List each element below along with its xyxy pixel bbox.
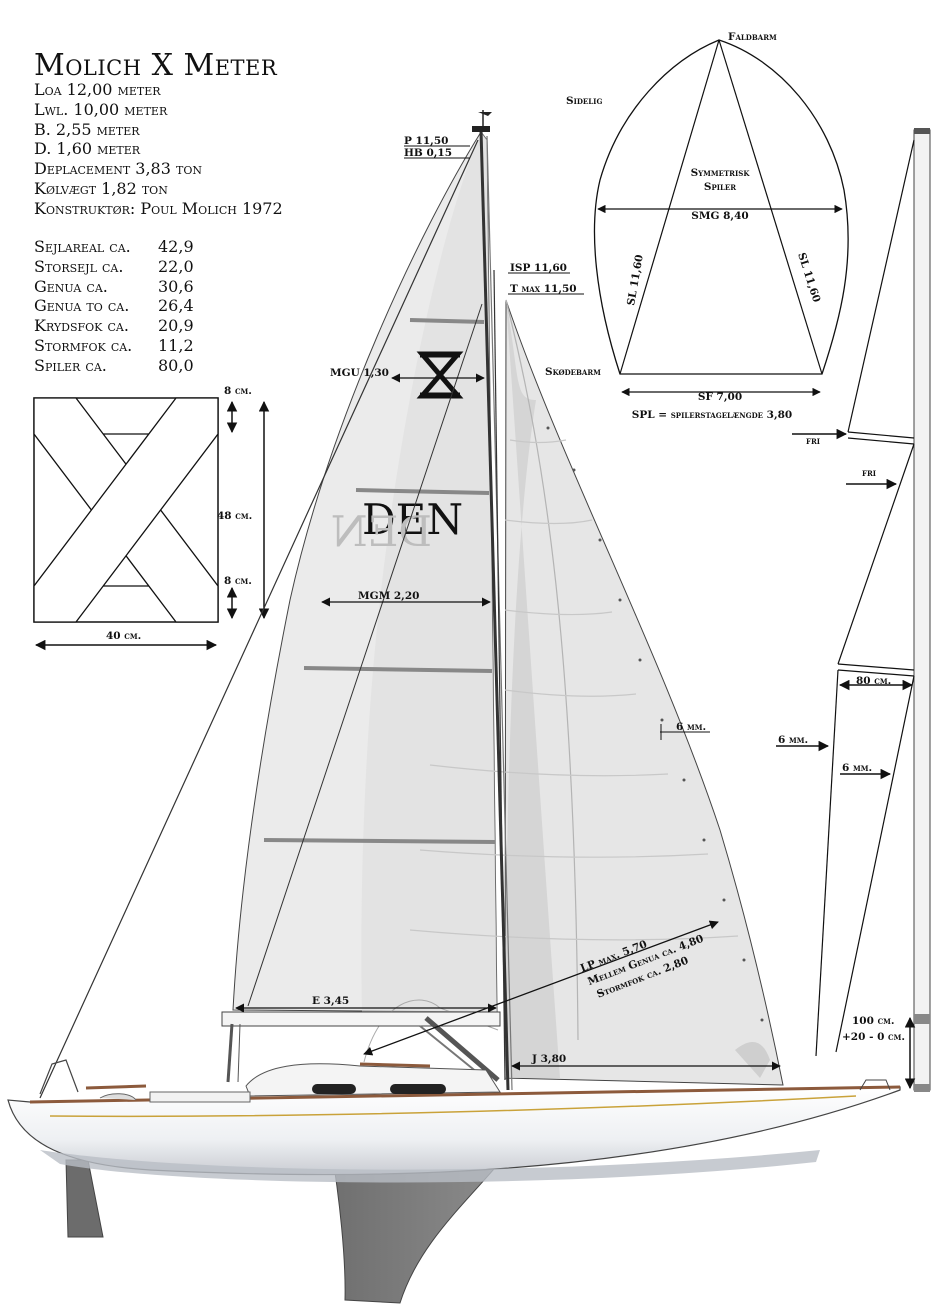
mainsail: DEN DEN bbox=[232, 131, 498, 1013]
mast-width-80: 80 cm. bbox=[856, 675, 891, 687]
sail-area-name: Spiler ca. bbox=[34, 355, 107, 375]
spinnaker-sf: SF 7,00 bbox=[698, 391, 742, 403]
sail-area-name: Krydsfok ca. bbox=[34, 316, 129, 336]
spec-displacement: Deplacement 3,83 ton bbox=[34, 159, 202, 179]
sail-area-list: Sejlareal ca. 42,9 Storsejl ca. 22,0 Genua… bbox=[34, 237, 194, 376]
dim-isp: ISP 11,60 bbox=[510, 262, 567, 274]
spec-draft: D. 1,60 meter bbox=[34, 139, 141, 159]
sail-area-row: Storsejl ca. 22,0 bbox=[34, 257, 194, 277]
dim-j: J 3,80 bbox=[531, 1053, 566, 1065]
spec-designer: Konstruktør: Poul Molich 1972 bbox=[34, 198, 283, 218]
sail-area-value: 30,6 bbox=[158, 276, 194, 296]
sail-area-row: Krydsfok ca. 20,9 bbox=[34, 316, 194, 336]
sail-area-name: Sejlareal ca. bbox=[34, 237, 131, 256]
mast-mm-right: 6 mm. bbox=[842, 762, 872, 774]
emblem-dim-height: 48 cm. bbox=[217, 510, 252, 522]
sail-area-name: Storsejl ca. bbox=[34, 256, 124, 276]
dim-hb: HB 0,15 bbox=[404, 147, 452, 159]
spec-beam: B. 2,55 meter bbox=[34, 119, 140, 139]
spinnaker-head: Faldbarm bbox=[728, 31, 777, 43]
spinnaker-side: Sidelig bbox=[566, 95, 602, 107]
sail-area-row: Sejlareal ca. 42,9 bbox=[34, 237, 194, 257]
sail-area-name: Genua ca. bbox=[34, 276, 108, 296]
spinnaker-diagram: Faldbarm Sidelig Symmetrisk Spiler SMG 8… bbox=[545, 31, 849, 421]
class-emblem: 8 cm. 48 cm. 8 cm. 40 cm. bbox=[33, 385, 270, 651]
emblem-dim-width: 40 cm. bbox=[106, 630, 141, 642]
mast-mm-left: 6 mm. bbox=[778, 734, 808, 746]
mast-fri-1: fri bbox=[806, 435, 820, 447]
sail-area-value: 11,2 bbox=[158, 335, 194, 355]
spec-keel-weight: Kølvægt 1,82 ton bbox=[34, 178, 168, 198]
spinnaker-smg: SMG 8,40 bbox=[691, 210, 748, 222]
dim-t-max: T max 11,50 bbox=[510, 283, 577, 295]
sail-area-value: 80,0 bbox=[158, 355, 194, 375]
spec-lwl: Lwl. 10,00 meter bbox=[34, 99, 168, 119]
boat-title: Molich X Meter bbox=[34, 48, 278, 83]
dim-leech: 6 mm. bbox=[676, 721, 706, 733]
sail-area-row: Genua to ca. 26,4 bbox=[34, 296, 194, 316]
sail-area-row: Stormfok ca. 11,2 bbox=[34, 336, 194, 356]
sail-area-row: Genua ca. 30,6 bbox=[34, 277, 194, 297]
sail-area-value: 22,0 bbox=[158, 256, 194, 276]
mast-dim-100: 100 cm. bbox=[852, 1015, 895, 1027]
dim-mgu: MGU 1,30 bbox=[330, 367, 389, 379]
spinnaker-clew: Skødebarm bbox=[545, 366, 601, 378]
dim-mgm: MGM 2,20 bbox=[358, 590, 419, 602]
emblem-dim-top: 8 cm. bbox=[224, 385, 252, 397]
spinnaker-center-2: Spiler bbox=[704, 181, 736, 193]
hull bbox=[7, 1059, 901, 1304]
mast-detail: fri fri 80 cm. 6 mm. 6 mm. 100 cm. +20 -… bbox=[776, 128, 931, 1092]
sail-area-value: 42,9 bbox=[158, 237, 194, 256]
spec-list: Loa 12,00 meter Lwl. 10,00 meter B. 2,55… bbox=[34, 80, 283, 219]
sail-area-name: Stormfok ca. bbox=[34, 335, 133, 355]
dim-p: P 11,50 bbox=[404, 135, 448, 147]
sail-area-value: 20,9 bbox=[158, 316, 194, 336]
dim-e: E 3,45 bbox=[312, 995, 349, 1007]
emblem-dim-bottom: 8 cm. bbox=[224, 575, 252, 587]
mast-fri-2: fri bbox=[862, 467, 876, 479]
spinnaker-center-1: Symmetrisk bbox=[691, 167, 751, 179]
spinnaker-spl: SPL = spilerstagelængde 3,80 bbox=[632, 409, 792, 421]
sail-number-mirror: DEN bbox=[331, 507, 432, 556]
sail-area-name: Genua to ca. bbox=[34, 296, 130, 316]
sail-number: DEN bbox=[362, 495, 463, 544]
spec-loa: Loa 12,00 meter bbox=[34, 80, 161, 99]
sail-area-row: Spiler ca. 80,0 bbox=[34, 356, 194, 376]
mast-tolerance: +20 - 0 cm. bbox=[842, 1031, 905, 1043]
sail-area-value: 26,4 bbox=[158, 296, 194, 316]
